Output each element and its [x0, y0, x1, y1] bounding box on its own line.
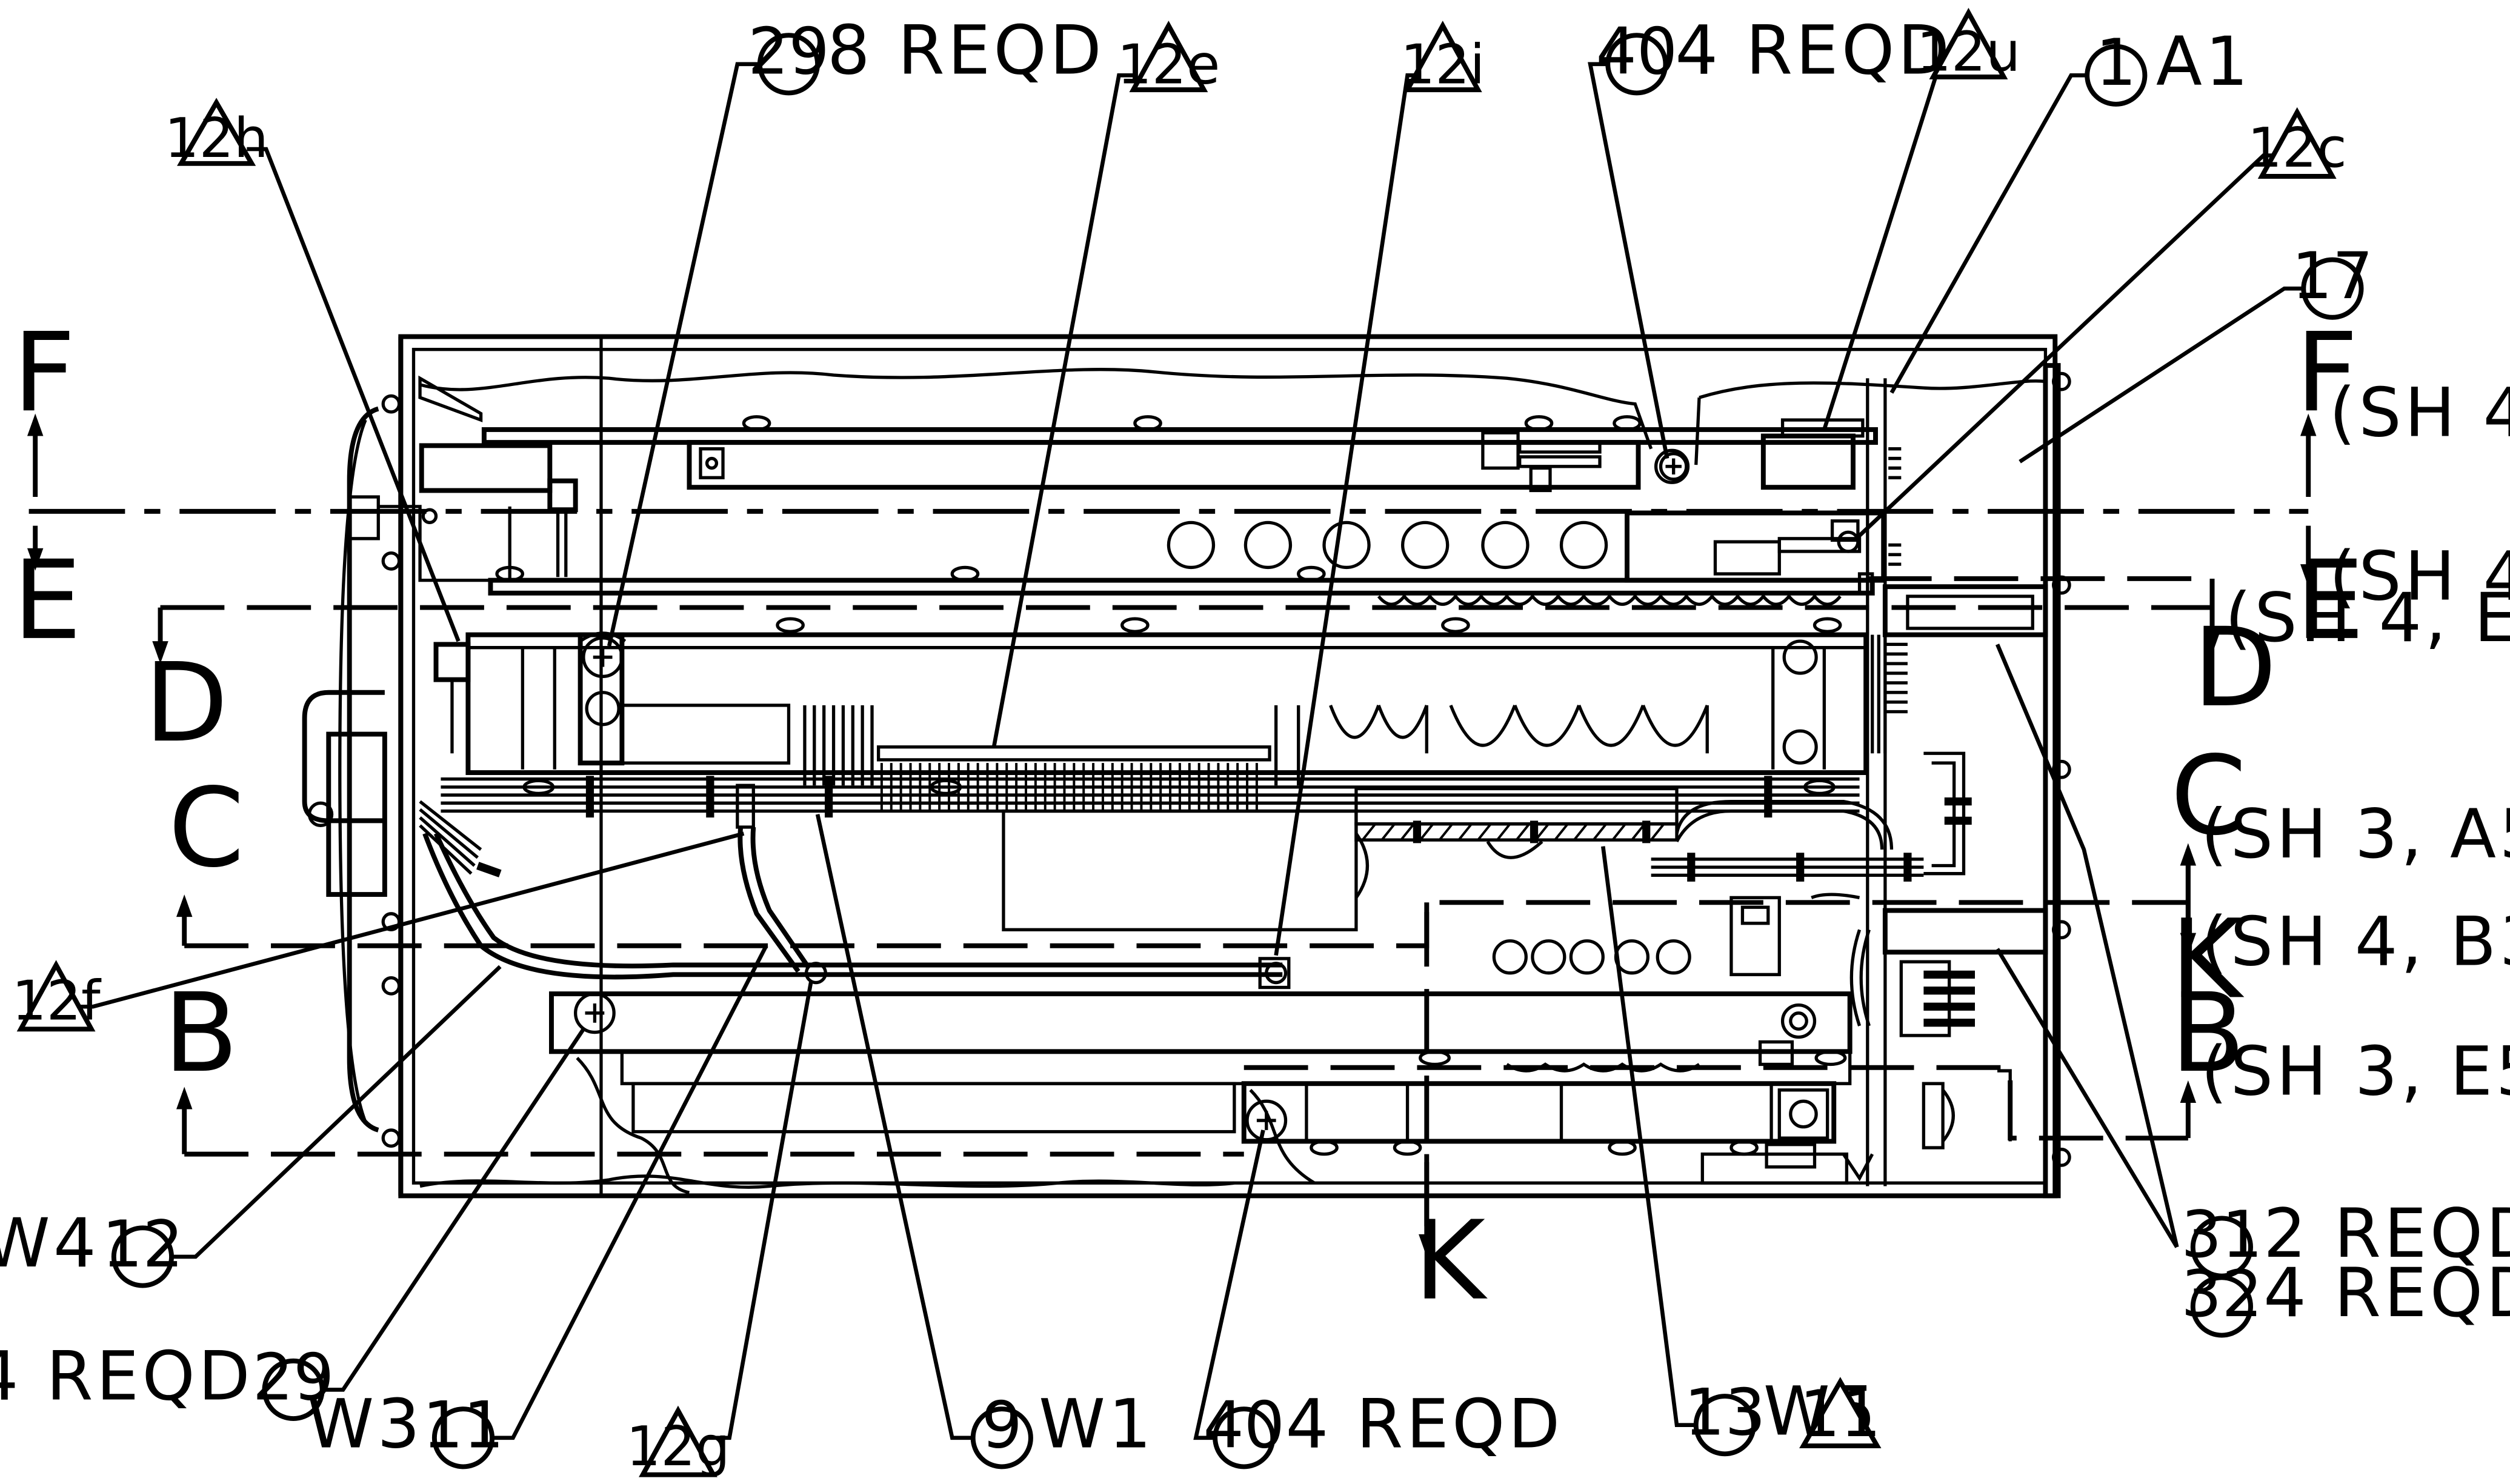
- callout-31-number: 31: [2181, 1197, 2263, 1272]
- callout-31: 31 2 REQD: [2181, 1195, 2510, 1279]
- flag-12e: 12e: [1117, 21, 1220, 97]
- section-D-right: D: [2193, 605, 2277, 731]
- heatsink-holes-top: [488, 521, 1875, 633]
- callout-9-w1: 9 W1: [970, 1386, 1154, 1469]
- flag-11: 11: [1799, 1377, 1882, 1451]
- callout-12-prefix: W4: [0, 1205, 99, 1283]
- callout-29-top: 29 8 REQD: [748, 12, 1105, 96]
- callout-11-prefix: W3: [307, 1386, 423, 1464]
- callout-17-number: 17: [2292, 239, 2374, 313]
- section-E-left: E: [13, 537, 82, 664]
- section-F-left: F: [13, 310, 75, 436]
- panel-screws-left: [381, 371, 2071, 1167]
- section-K-bottom: K: [1414, 1198, 1488, 1325]
- callout-9-text: W1: [1039, 1386, 1154, 1464]
- section-E-right-ref: (SH 4, E5): [2329, 537, 2510, 616]
- flag-12g: 12g: [626, 1405, 730, 1479]
- callout-40-bottom-text: 4 REQD: [1286, 1386, 1563, 1464]
- callout-12-number: 12: [102, 1207, 184, 1282]
- section-lines: [28, 508, 2309, 1251]
- callout-1-text: A1: [2156, 23, 2251, 101]
- section-D-left: D: [144, 640, 228, 767]
- callout-32-text: 4 REQD: [2263, 1254, 2510, 1333]
- flag-12u: 12u: [1917, 7, 2020, 84]
- rear-panel-components: [1811, 447, 2048, 1037]
- harness-w1: [419, 751, 1972, 990]
- flag-12e-text: 12e: [1117, 34, 1220, 97]
- callout-17: 17: [2292, 239, 2374, 320]
- callout-40-bottom-number: 40: [1203, 1388, 1285, 1463]
- section-B-right-ref: (SH 3, E5): [2201, 1033, 2510, 1111]
- section-K-right: K: [2171, 896, 2245, 1023]
- callout-32: 32 4 REQD: [2181, 1254, 2510, 1338]
- flag-12u-text: 12u: [1917, 21, 2020, 84]
- callout-31-text: 2 REQD: [2263, 1195, 2510, 1273]
- callout-32-number: 32: [2181, 1257, 2263, 1331]
- section-F-right: F: [2295, 310, 2358, 436]
- flag-12h-text: 12h: [164, 107, 268, 170]
- flag-12c-text: 12c: [2248, 117, 2347, 180]
- lower-assembly: [549, 896, 2012, 1185]
- flag-12f-text: 12f: [12, 970, 102, 1033]
- section-arrows: [27, 413, 2317, 1257]
- callout-29-top-text: 8 REQD: [827, 12, 1105, 90]
- leaders: [70, 62, 2304, 1440]
- callout-29-bottom-number: 29: [253, 1340, 335, 1414]
- callout-29-bottom-prefix: 4 REQD: [0, 1337, 253, 1416]
- callout-40-top-number: 40: [1596, 15, 1678, 89]
- top-pcb: [418, 375, 1886, 583]
- callout-1: 1 A1: [2085, 23, 2251, 107]
- callout-29-bottom: 29 4 REQD: [0, 1337, 335, 1422]
- main-heatsink: [433, 632, 1869, 931]
- callout-11-w3: 11 W3: [307, 1386, 504, 1469]
- section-E-right: E: [2295, 537, 2365, 664]
- flag-12g-text: 12g: [626, 1416, 730, 1479]
- callout-40-top: 40 4 REQD: [1596, 12, 1952, 96]
- flag-12h: 12h: [164, 98, 268, 170]
- flag-12i-text: 12i: [1400, 34, 1485, 97]
- section-K-right-ref: (SH 4, B3): [2201, 903, 2510, 981]
- flag-12i: 12i: [1400, 21, 1485, 97]
- screws: [574, 451, 1688, 1142]
- callout-11-number: 11: [422, 1388, 504, 1463]
- front-connector: [302, 495, 511, 897]
- callout-29-top-number: 29: [748, 15, 830, 89]
- section-D-right-ref: (SH 4, E5): [2225, 579, 2510, 657]
- flag-11-text: 11: [1799, 1377, 1881, 1451]
- section-C-left: C: [168, 765, 245, 891]
- callout-9-number: 9: [982, 1388, 1022, 1463]
- flag-12c: 12c: [2248, 107, 2347, 180]
- callout-40-bottom: 40 4 REQD: [1203, 1386, 1563, 1469]
- section-C-right-ref: (SH 3, A5): [2201, 796, 2510, 874]
- callout-40-top-text: 4 REQD: [1675, 12, 1952, 90]
- section-C-right: C: [2171, 733, 2247, 860]
- callout-13-number: 13: [1684, 1376, 1766, 1450]
- section-B-left: B: [164, 970, 238, 1097]
- section-F-right-ref: (SH 4, E7): [2329, 374, 2510, 453]
- callout-12-w4: 12 W4: [0, 1205, 184, 1288]
- callout-1-number: 1: [2096, 25, 2136, 100]
- section-labels: F E D C B F (SH 4, E7) E (SH 4, E5) D (S…: [13, 310, 2510, 1324]
- section-B-right: B: [2171, 970, 2245, 1097]
- flag-12f: 12f: [12, 960, 102, 1033]
